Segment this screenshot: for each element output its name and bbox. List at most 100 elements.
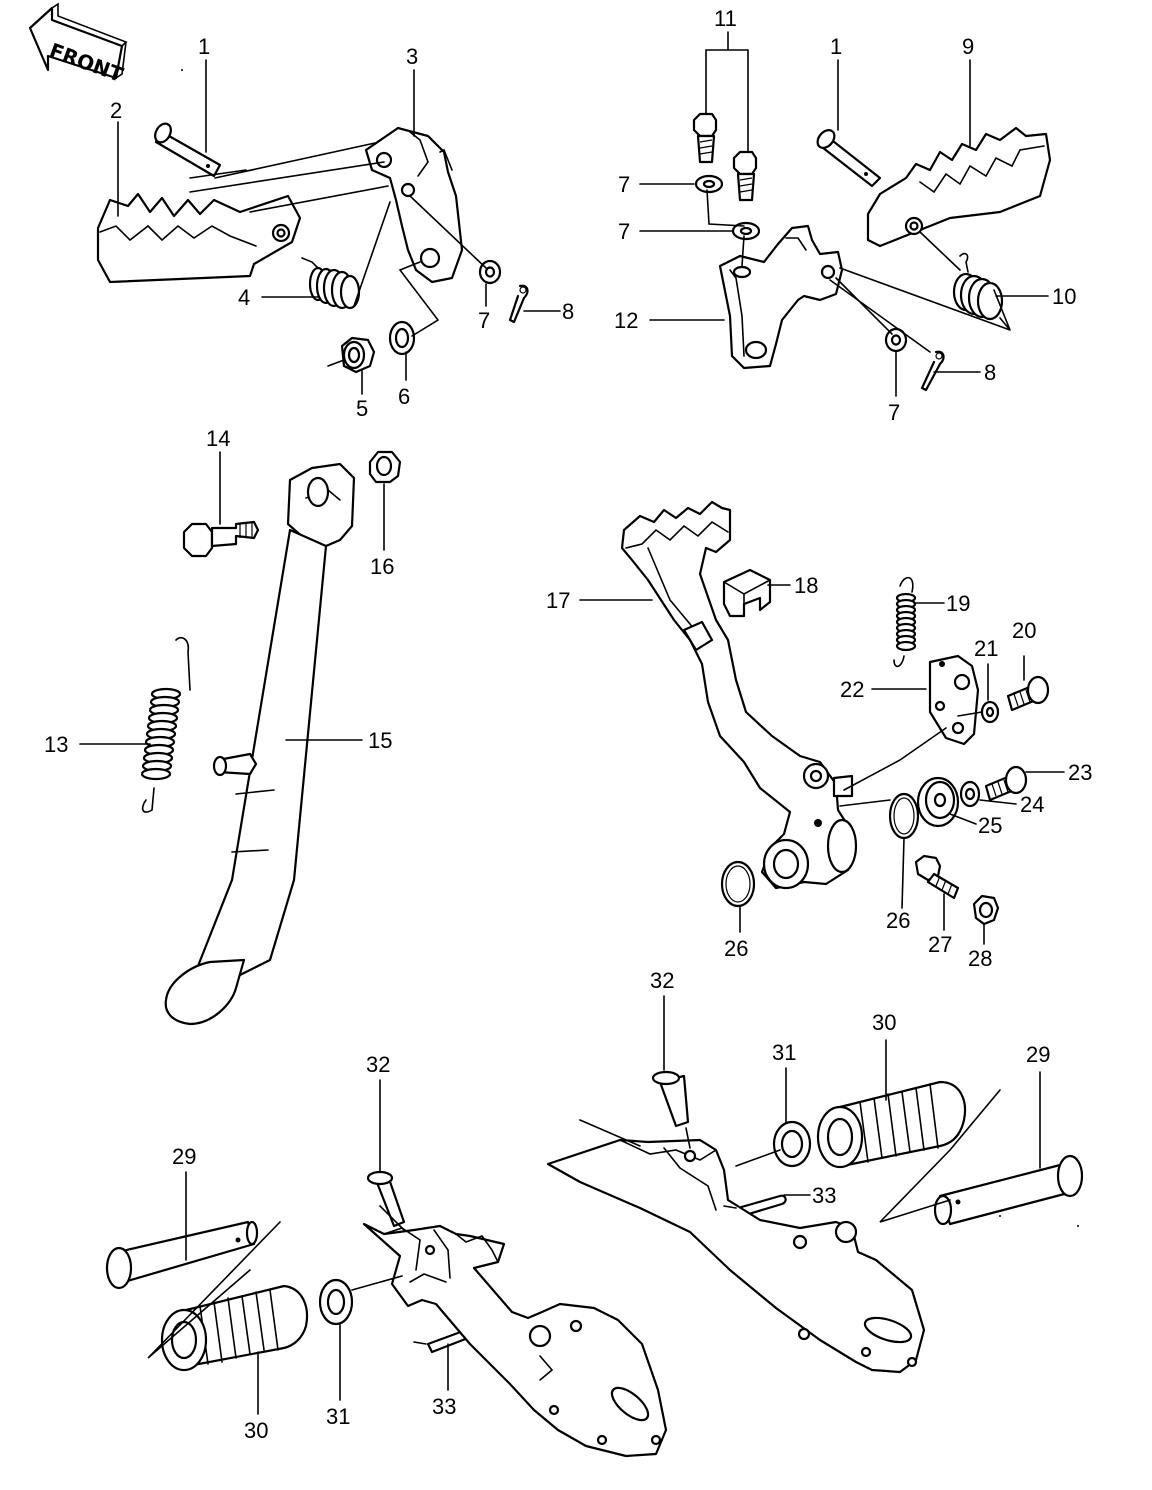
callout-8: 8 xyxy=(562,299,574,324)
side-stand-assembly xyxy=(140,450,402,1026)
washer xyxy=(884,327,908,353)
callout-1: 1 xyxy=(830,34,842,59)
callout-13: 13 xyxy=(44,732,68,757)
callout-31: 31 xyxy=(326,1404,350,1429)
callout-24: 24 xyxy=(1020,792,1044,817)
cotter-pin xyxy=(920,350,945,392)
bolt xyxy=(732,150,758,202)
washer xyxy=(388,320,416,356)
cover-plate xyxy=(916,776,960,828)
callout-numbers: 1 2 3 4 5 6 7 8 11 1 9 7 7 12 10 7 8 14 … xyxy=(44,6,1092,1443)
pivot-pin xyxy=(816,129,882,188)
bolt xyxy=(1006,675,1050,712)
callout-9: 9 xyxy=(962,34,974,59)
callout-15: 15 xyxy=(368,728,392,753)
washer xyxy=(731,221,761,241)
nut xyxy=(368,450,402,484)
callout-5: 5 xyxy=(356,396,368,421)
side-stand-spring xyxy=(140,636,191,813)
pin xyxy=(651,1070,690,1128)
washer xyxy=(318,1278,354,1326)
footpeg-bracket xyxy=(364,126,464,284)
callout-7: 7 xyxy=(478,308,490,333)
callout-29: 29 xyxy=(172,1144,196,1169)
callout-19: 19 xyxy=(946,591,970,616)
callout-2: 2 xyxy=(110,98,122,123)
left-footpeg-assembly xyxy=(96,122,529,374)
cotter-pin xyxy=(736,1194,787,1218)
pivot-bolt xyxy=(914,854,960,900)
brake-return-spring xyxy=(893,576,917,668)
callout-26: 26 xyxy=(886,908,910,933)
footpeg-rubber xyxy=(160,1284,309,1372)
callout-29: 29 xyxy=(1026,1042,1050,1067)
washer xyxy=(694,174,724,194)
callout-7: 7 xyxy=(618,172,630,197)
callout-4: 4 xyxy=(238,285,250,310)
footpeg-mount-bracket xyxy=(718,224,844,370)
brake-pedal-assembly xyxy=(620,500,1050,926)
bolt xyxy=(692,112,718,164)
callout-17: 17 xyxy=(546,588,570,613)
nut xyxy=(972,894,1000,926)
callout-20: 20 xyxy=(1012,618,1036,643)
washer xyxy=(959,780,981,808)
o-ring xyxy=(888,792,920,840)
lock-washer xyxy=(980,700,1000,724)
callout-6: 6 xyxy=(398,384,410,409)
callout-25: 25 xyxy=(978,813,1002,838)
callout-1: 1 xyxy=(198,34,210,59)
callout-14: 14 xyxy=(206,426,230,451)
washer xyxy=(772,1120,812,1168)
footpeg-rubber xyxy=(816,1080,967,1169)
left-rear-footpeg-assembly xyxy=(105,1170,668,1458)
callout-26: 26 xyxy=(724,936,748,961)
callout-23: 23 xyxy=(1068,760,1092,785)
callout-12: 12 xyxy=(614,308,638,333)
footpeg xyxy=(96,192,302,284)
frame-bracket xyxy=(362,1205,668,1458)
callout-31: 31 xyxy=(772,1040,796,1065)
callout-3: 3 xyxy=(406,44,418,69)
callout-21: 21 xyxy=(974,636,998,661)
callout-30: 30 xyxy=(244,1418,268,1443)
footpeg-pin xyxy=(105,1220,259,1290)
callout-10: 10 xyxy=(1052,284,1076,309)
callout-7: 7 xyxy=(888,400,900,425)
footpeg xyxy=(866,126,1052,248)
callout-32: 32 xyxy=(366,1052,390,1077)
frame-bracket xyxy=(546,1119,926,1374)
return-spring xyxy=(301,257,361,310)
side-stand xyxy=(164,462,356,1026)
callout-32: 32 xyxy=(650,968,674,993)
callout-18: 18 xyxy=(794,573,818,598)
nut xyxy=(340,336,376,374)
pivot-bolt xyxy=(182,520,260,558)
callout-33: 33 xyxy=(812,1183,836,1208)
callout-30: 30 xyxy=(872,1010,896,1035)
footpeg-pin xyxy=(933,1154,1084,1226)
callout-16: 16 xyxy=(370,554,394,579)
return-spring xyxy=(952,252,1004,321)
bolt xyxy=(984,765,1028,802)
callout-11: 11 xyxy=(714,6,737,31)
callout-22: 22 xyxy=(840,677,864,702)
front-arrow-icon: FRONT xyxy=(28,2,128,87)
o-ring xyxy=(720,860,756,908)
spring-plate xyxy=(928,654,980,746)
callout-33: 33 xyxy=(432,1394,456,1419)
callout-28: 28 xyxy=(968,946,992,971)
cotter-pin xyxy=(508,284,529,324)
pivot-pin xyxy=(154,122,222,178)
pedal-clip xyxy=(722,568,772,618)
callout-leaders xyxy=(79,31,1065,1415)
right-rear-footpeg-assembly xyxy=(546,1070,1084,1374)
callout-7: 7 xyxy=(618,219,630,244)
brake-pedal xyxy=(620,500,858,890)
right-footpeg-assembly xyxy=(692,112,1052,392)
callout-27: 27 xyxy=(928,932,952,957)
pin xyxy=(366,1170,406,1228)
callout-8: 8 xyxy=(984,360,996,385)
